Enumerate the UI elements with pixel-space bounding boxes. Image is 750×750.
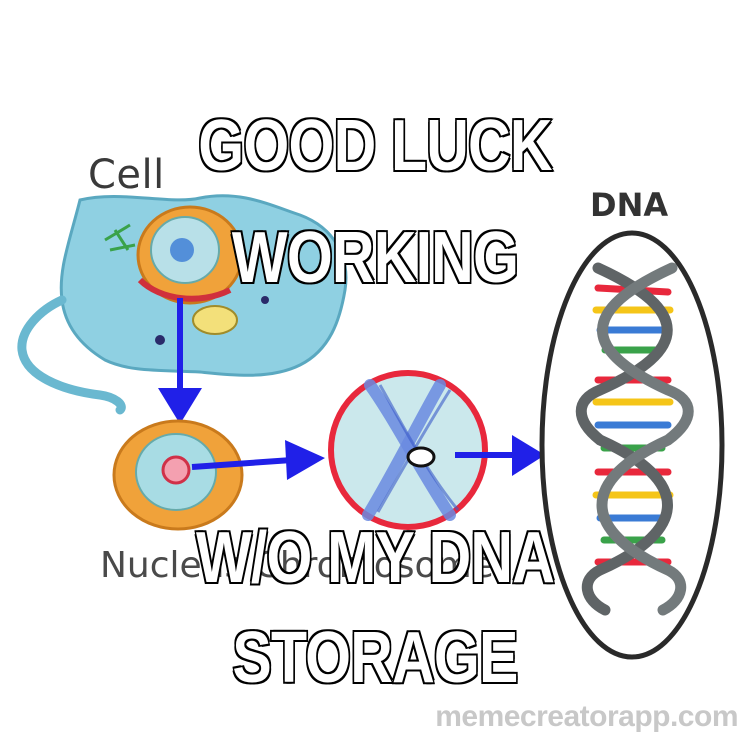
cell-illustration — [17, 194, 348, 415]
nucleus-chromosome-label: Nucleus Chromosome — [100, 545, 494, 586]
arrow-right-2 — [455, 435, 545, 476]
meme-bottom-line-2: STORAGE — [231, 618, 519, 698]
meme-bottom-line-1: W/O MY DNA — [195, 518, 556, 598]
chromosome-illustration — [328, 370, 488, 530]
meme-top-line-2: WORKING — [231, 218, 520, 298]
nucleus-illustration — [112, 419, 244, 531]
arrow-right-1 — [191, 440, 325, 480]
dna-helix-illustration — [539, 230, 725, 660]
dna-label: DNA — [590, 186, 669, 224]
watermark: memecreatorapp.com — [435, 700, 738, 733]
cell-label: Cell — [88, 152, 165, 198]
meme-top-line-1: GOOD LUCK — [197, 106, 554, 186]
arrow-down — [158, 298, 202, 424]
